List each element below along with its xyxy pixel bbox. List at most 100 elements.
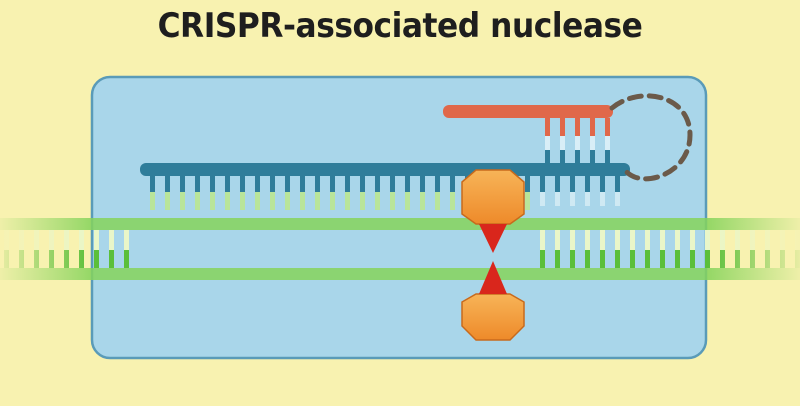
crispr-rna-base-pair [420, 192, 425, 210]
crispr-rna-base-pair [585, 192, 590, 206]
dna-base [675, 230, 680, 250]
nuclease-complex-box [90, 75, 708, 360]
dna-base-pair [690, 250, 695, 268]
tracr-rna-base-pair [575, 136, 580, 150]
crispr-rna-base [360, 176, 365, 192]
dna-base [645, 230, 650, 250]
crispr-rna-base [540, 176, 545, 192]
crispr-rna-base-pair [525, 192, 530, 210]
dna-base [705, 230, 710, 250]
crispr-rna-base [315, 176, 320, 192]
crispr-rna-base-pair [360, 192, 365, 210]
crispr-rna-base-pair [390, 192, 395, 210]
tracr-rna-base [560, 118, 565, 136]
crispr-rna-base-pair [375, 192, 380, 210]
crispr-rna-base [150, 176, 155, 192]
dna-base-pair [600, 250, 605, 268]
crispr-rna-base-pair [285, 192, 290, 210]
crispr-rna-base-pair [315, 192, 320, 210]
dna-base [109, 230, 114, 250]
crispr-rna-base [615, 176, 620, 192]
dna-base-pair [555, 250, 560, 268]
crispr-rna-base-pair [300, 192, 305, 210]
tracr-rna-base-pair [545, 136, 550, 150]
crispr-rna-base-pair [165, 192, 170, 210]
crispr-rna-base [420, 176, 425, 192]
crispr-rna-base [210, 176, 215, 192]
crispr-rna-base [405, 176, 410, 192]
tracr-rna-base [590, 118, 595, 136]
crispr-rna-base-pair [330, 192, 335, 210]
crispr-rna-base [165, 176, 170, 192]
crispr-rna-base [345, 176, 350, 192]
crispr-rna-base-pair [270, 192, 275, 210]
crispr-rna-base [255, 176, 260, 192]
crispr-rna-base-pair [570, 192, 575, 206]
dna-fade-right [710, 205, 800, 295]
crispr-rna-base [195, 176, 200, 192]
dna-base-pair [705, 250, 710, 268]
dna-base-pair [124, 250, 129, 268]
tracr-rna-base [605, 118, 610, 136]
crispr-rna-base [300, 176, 305, 192]
dna-base-pair [570, 250, 575, 268]
dna-base-pair [585, 250, 590, 268]
crispr-rna-base [570, 176, 575, 192]
crispr-rna-base-pair [180, 192, 185, 210]
tracr-rna-base-pair-blue [605, 150, 610, 163]
crispr-rna-base [585, 176, 590, 192]
crispr-rna-base [330, 176, 335, 192]
crispr-rna-base [525, 176, 530, 192]
dna-base-pair [675, 250, 680, 268]
tracr-rna-base [575, 118, 580, 136]
dna-base-pair [645, 250, 650, 268]
tracr-rna-bases [545, 118, 610, 163]
crispr-rna-base-pair [195, 192, 200, 210]
dna-base [540, 230, 545, 250]
crispr-rna-base [225, 176, 230, 192]
dna-base-pair [540, 250, 545, 268]
crispr-rna-base-pair [540, 192, 545, 206]
tracr-rna [443, 105, 613, 163]
crispr-rna-base-pair [450, 192, 455, 210]
diagram-title: CRISPR-associated nuclease [157, 6, 643, 46]
cut-arrow-bottom-icon [479, 261, 507, 294]
crispr-rna-base-pair [225, 192, 230, 210]
dna-base [124, 230, 129, 250]
crispr-rna-base [270, 176, 275, 192]
nuclease-domain-bottom-icon [461, 293, 525, 341]
tracr-rna-backbone [443, 105, 613, 118]
crispr-rna-base [180, 176, 185, 192]
crispr-rna-base-pair [150, 192, 155, 210]
crispr-rna-base [240, 176, 245, 192]
dna-base [94, 230, 99, 250]
tracr-rna-base-pair [560, 136, 565, 150]
dna-base [660, 230, 665, 250]
crispr-rna-base [555, 176, 560, 192]
crispr-rna-base [285, 176, 290, 192]
tracr-rna-base-pair-blue [590, 150, 595, 163]
dna-base-pair [94, 250, 99, 268]
dna-base [690, 230, 695, 250]
crispr-rna-base-pair [555, 192, 560, 206]
crispr-rna-base-pair [255, 192, 260, 210]
target-dna [0, 205, 800, 295]
dna-fade-left [0, 205, 90, 295]
nuclease-domain-top-icon [461, 169, 525, 225]
dashed-loop-icon [609, 93, 693, 182]
target-dna-top-strand [0, 218, 800, 230]
crispr-rna-base-pair [405, 192, 410, 210]
dna-base-pair [109, 250, 114, 268]
dna-base-pair [660, 250, 665, 268]
dna-base [585, 230, 590, 250]
crispr-rna-base-pair [345, 192, 350, 210]
crispr-rna-base [450, 176, 455, 192]
tracr-rna-base-pair-blue [545, 150, 550, 163]
target-dna-bottom-strand [0, 268, 800, 280]
crispr-rna-base [390, 176, 395, 192]
crispr-rna-base [435, 176, 440, 192]
tracr-rna-base-pair-blue [560, 150, 565, 163]
crispr-rna-base-pair [615, 192, 620, 206]
dna-base [615, 230, 620, 250]
